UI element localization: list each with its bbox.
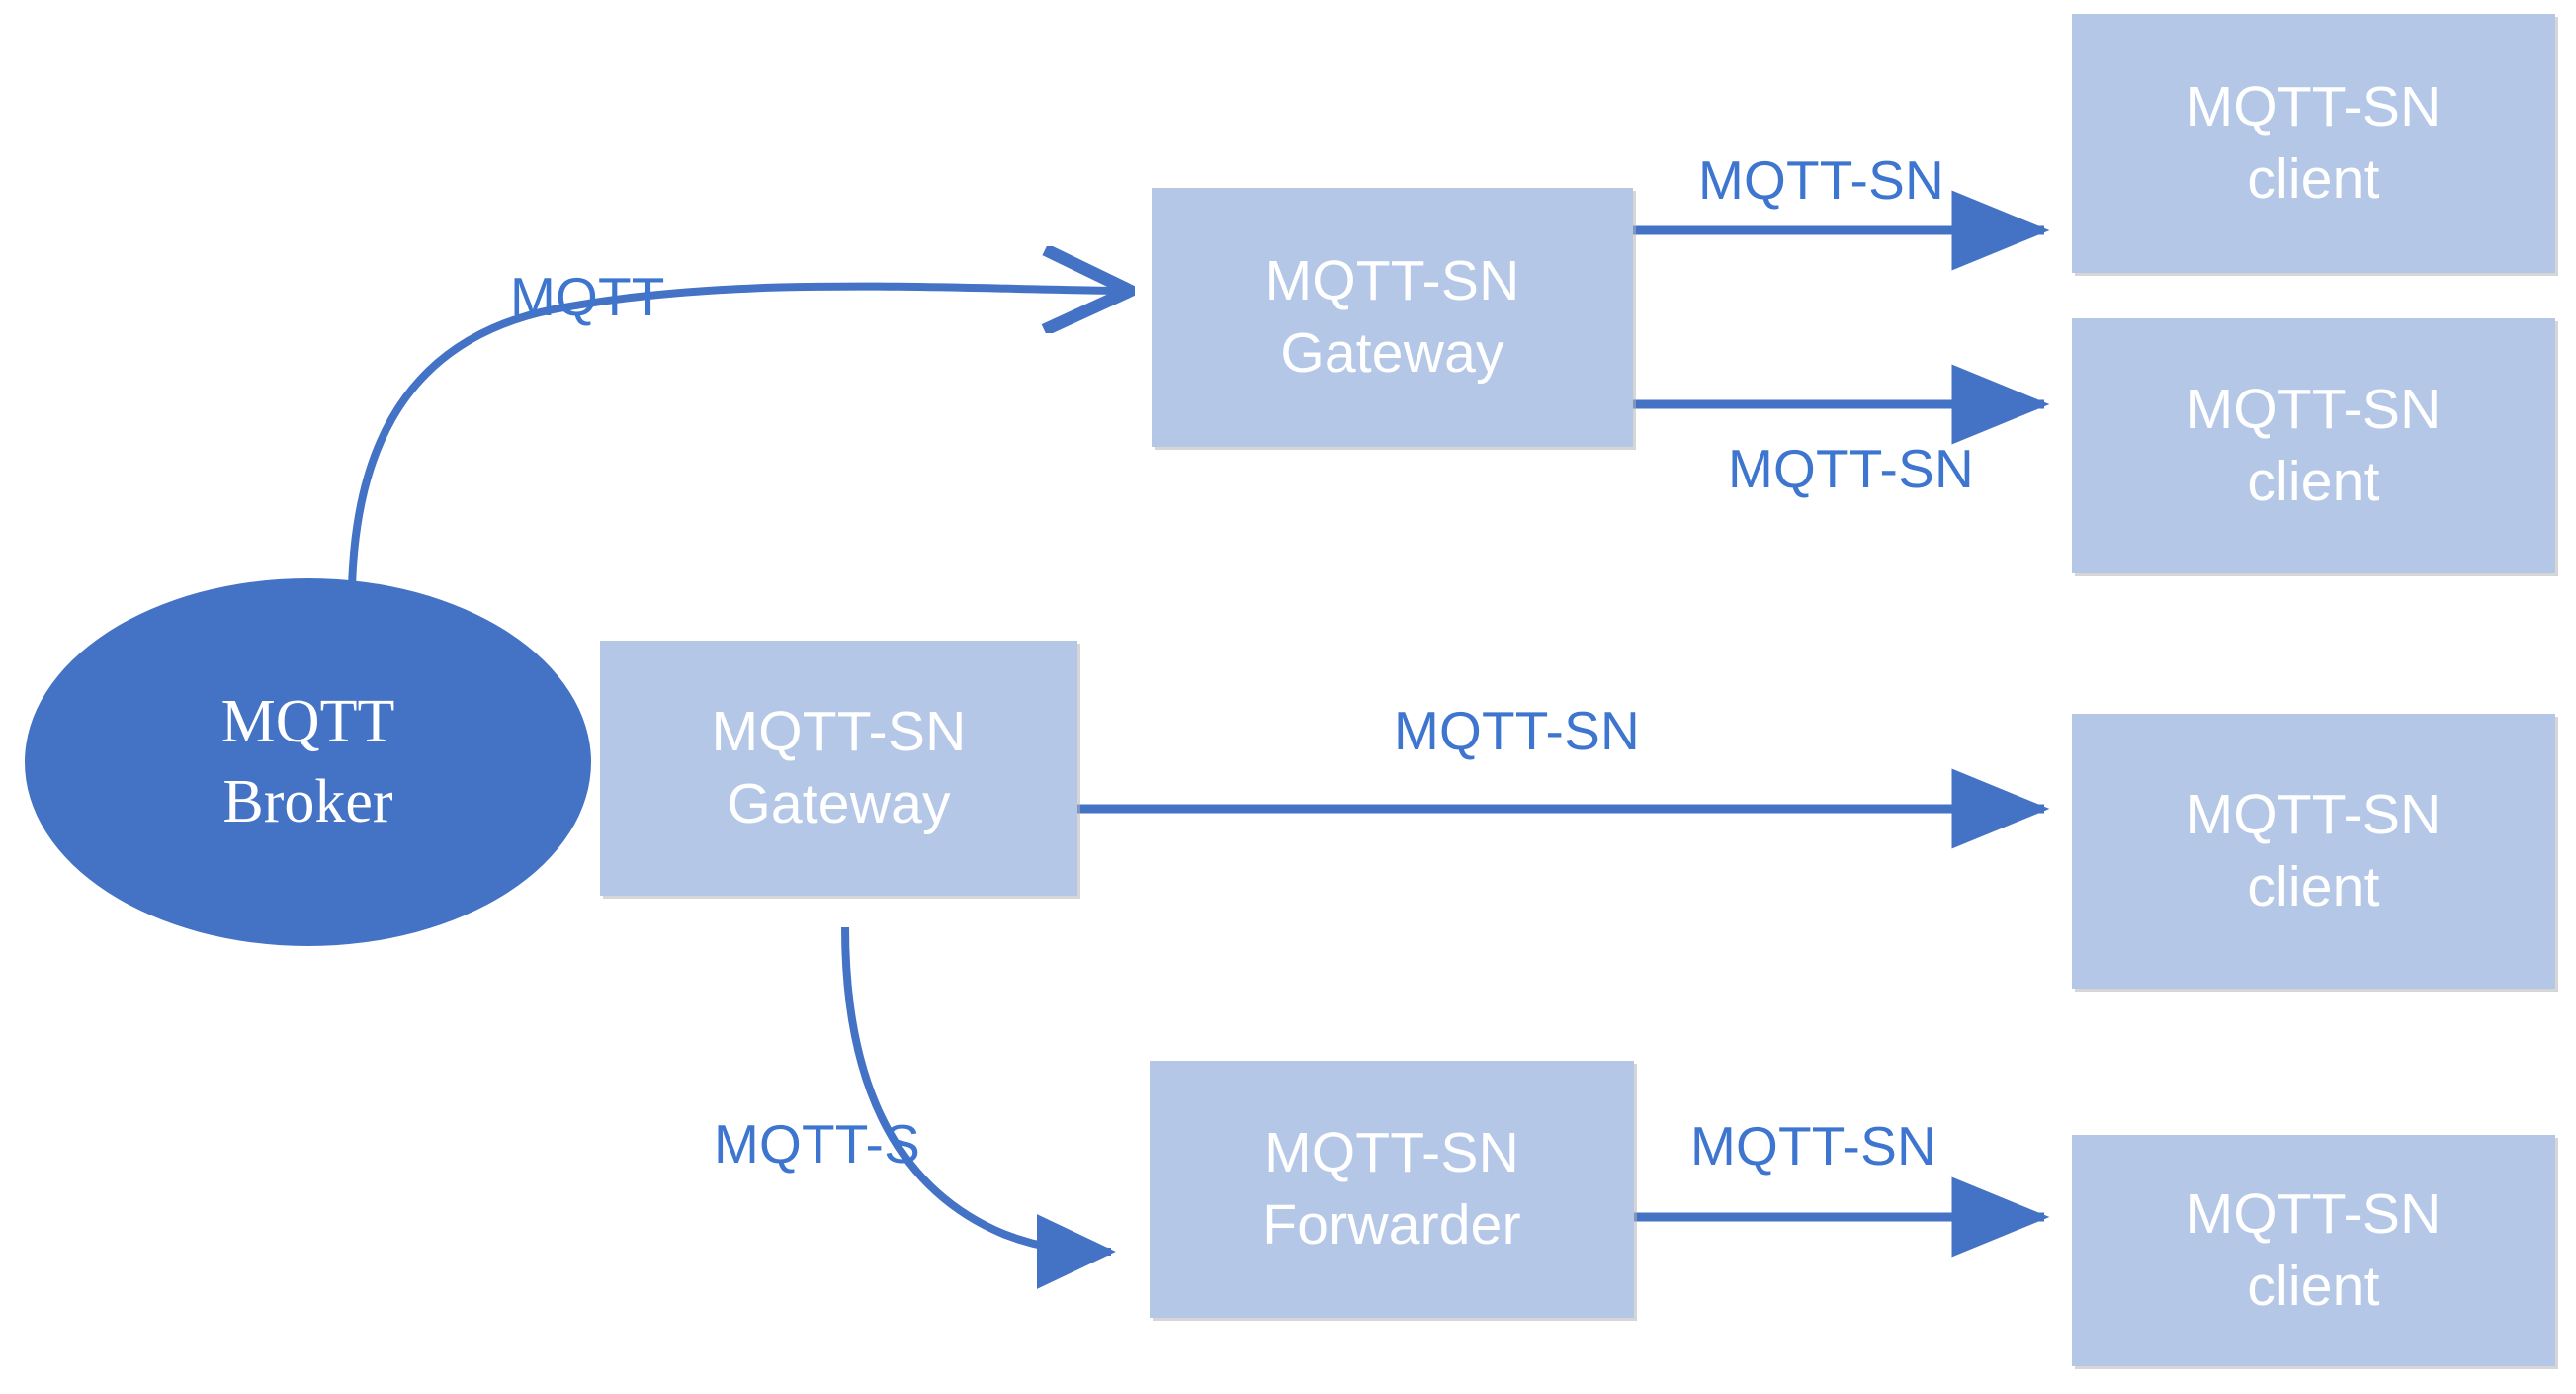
node-client-4-line-1: MQTT-SN bbox=[2186, 1182, 2442, 1247]
node-client-2-line-2: client bbox=[2247, 450, 2380, 513]
node-forwarder-bottom-line-1: MQTT-SN bbox=[1264, 1121, 1519, 1185]
node-client-1[interactable]: MQTT-SN client bbox=[2072, 14, 2555, 273]
edge-label-mqtt-sn-client-1: MQTT-SN bbox=[1698, 149, 1944, 211]
node-client-3-line-1: MQTT-SN bbox=[2186, 783, 2442, 847]
edge-gateway-middle-to-forwarder bbox=[841, 926, 1116, 1289]
node-gateway-middle-line-2: Gateway bbox=[727, 772, 951, 835]
edge-label-mqtt: MQTT bbox=[510, 266, 665, 327]
node-client-4[interactable]: MQTT-SN client bbox=[2072, 1135, 2555, 1366]
node-gateway-top-line-2: Gateway bbox=[1280, 321, 1504, 385]
node-gateway-middle[interactable]: MQTT-SN Gateway bbox=[600, 641, 1077, 896]
node-forwarder-bottom-line-2: Forwarder bbox=[1262, 1193, 1521, 1257]
node-gateway-middle-line-1: MQTT-SN bbox=[711, 700, 967, 764]
node-mqtt-broker-line-1: MQTT bbox=[220, 688, 395, 756]
node-gateway-top[interactable]: MQTT-SN Gateway bbox=[1152, 188, 1633, 447]
node-forwarder-bottom[interactable]: MQTT-SN Forwarder bbox=[1150, 1061, 1634, 1318]
edge-label-mqtt-sn-client-3: MQTT-SN bbox=[1394, 700, 1640, 761]
edge-label-mqtt-sn-client-4: MQTT-SN bbox=[1690, 1115, 1936, 1176]
edge-label-mqtt-s: MQTT-S bbox=[714, 1113, 920, 1175]
node-client-1-line-2: client bbox=[2247, 147, 2380, 211]
node-mqtt-broker[interactable]: MQTT Broker bbox=[25, 578, 591, 946]
node-gateway-top-line-1: MQTT-SN bbox=[1264, 249, 1520, 313]
node-client-3-line-2: client bbox=[2247, 855, 2380, 918]
edge-label-mqtt-sn-client-2: MQTT-SN bbox=[1728, 438, 1974, 499]
node-client-4-line-2: client bbox=[2247, 1255, 2380, 1318]
node-client-3[interactable]: MQTT-SN client bbox=[2072, 714, 2555, 989]
node-mqtt-broker-line-2: Broker bbox=[222, 768, 393, 835]
edge-broker-to-gateway-top bbox=[352, 287, 1127, 623]
node-client-2-line-1: MQTT-SN bbox=[2186, 378, 2442, 442]
node-client-1-line-1: MQTT-SN bbox=[2186, 75, 2442, 139]
node-client-2[interactable]: MQTT-SN client bbox=[2072, 318, 2555, 573]
